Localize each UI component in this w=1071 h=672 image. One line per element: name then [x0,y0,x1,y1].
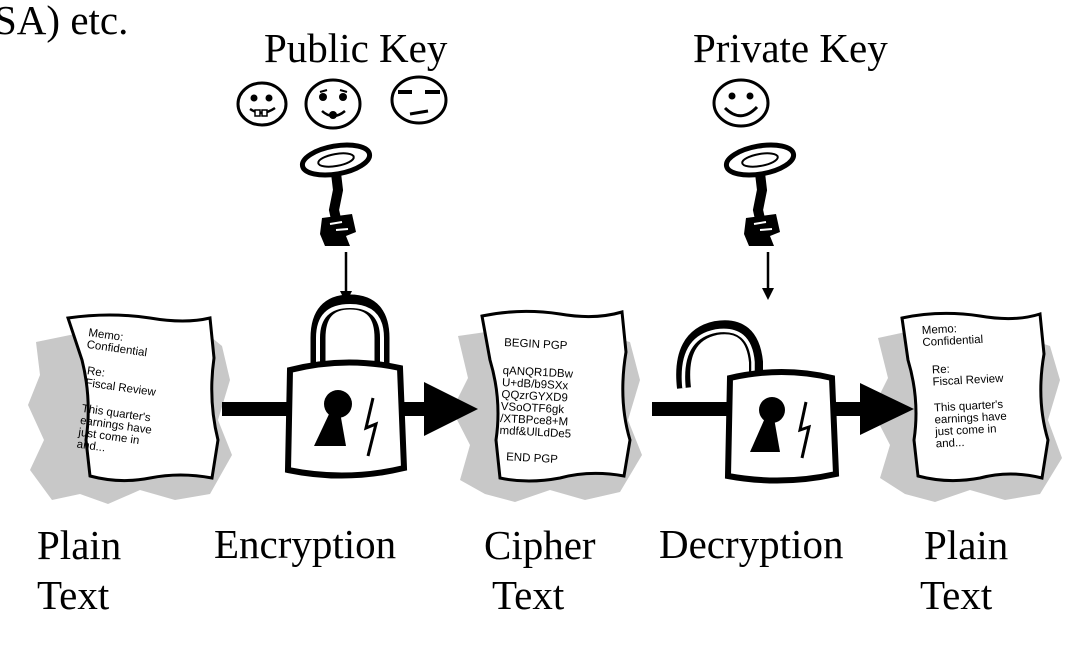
cipher-doc-page [480,309,632,483]
padlock-open-icon [676,320,840,484]
label-decryption: Decryption [659,521,844,567]
face-skeptical-icon [390,75,448,125]
public-key-icon [299,142,373,246]
doc-line: END PGP [506,451,559,466]
doc-line: mdf&UlLdDe5 [499,425,571,441]
doc-line: U+dB/b9SXx [502,377,569,392]
public-key-title: Public Key [264,25,448,71]
doc-line: and... [76,439,106,455]
plain-doc-right-page [900,311,1050,483]
label-line: Text [37,572,110,618]
label-plain-text-left: Plain Text [37,520,121,620]
plain-doc-left-text: Memo: Confidential Re: Fiscal Review Thi… [76,327,157,455]
header-fragment: SA) etc. [0,0,129,43]
label-line: Plain [924,522,1009,568]
label-line: Plain [37,522,122,568]
face-smile-icon [712,78,770,128]
doc-line: BEGIN PGP [504,337,568,352]
label-encryption: Encryption [214,521,397,567]
decrypt-arrow-head [860,383,914,435]
encrypt-arrow-head [424,382,478,436]
cipher-doc-text: BEGIN PGP qANQR1DBw U+dB/b9SXx QQzrGYXD9… [499,337,574,466]
plain-doc-left-page [66,313,220,483]
doc-line: QQzrGYXD9 [501,389,568,404]
doc-line: and... [935,437,964,450]
padlock-closed-icon [284,294,408,479]
face-grin-icon [236,81,288,127]
label-cipher-text: Cipher Text [484,520,596,620]
label-line: Text [920,572,993,618]
face-silly-icon [304,78,362,130]
doc-line: just come in [934,423,997,438]
private-key-title: Private Key [693,25,888,71]
doc-line: qANQR1DBw [502,365,574,381]
doc-line: Re: [86,365,105,379]
doc-line: Fiscal Review [932,373,1004,389]
doc-line: Confidential [922,334,983,349]
label-line: Cipher [484,522,596,568]
private-key-icon [723,142,797,246]
doc-line: Memo: [88,327,124,344]
label-line: Text [492,572,565,618]
plain-doc-right-text: Memo: Confidential Re: Fiscal Review Thi… [922,323,1007,450]
doc-line: Memo: [922,323,958,337]
doc-line: Re: [932,364,951,377]
label-plain-text-right: Plain Text [920,520,1008,620]
doc-line: /XTBPce8+M [500,413,569,429]
doc-line: earnings have [934,411,1007,427]
doc-line: This quarter's [934,399,1004,415]
doc-line: VSoOTF6gk [500,401,564,416]
